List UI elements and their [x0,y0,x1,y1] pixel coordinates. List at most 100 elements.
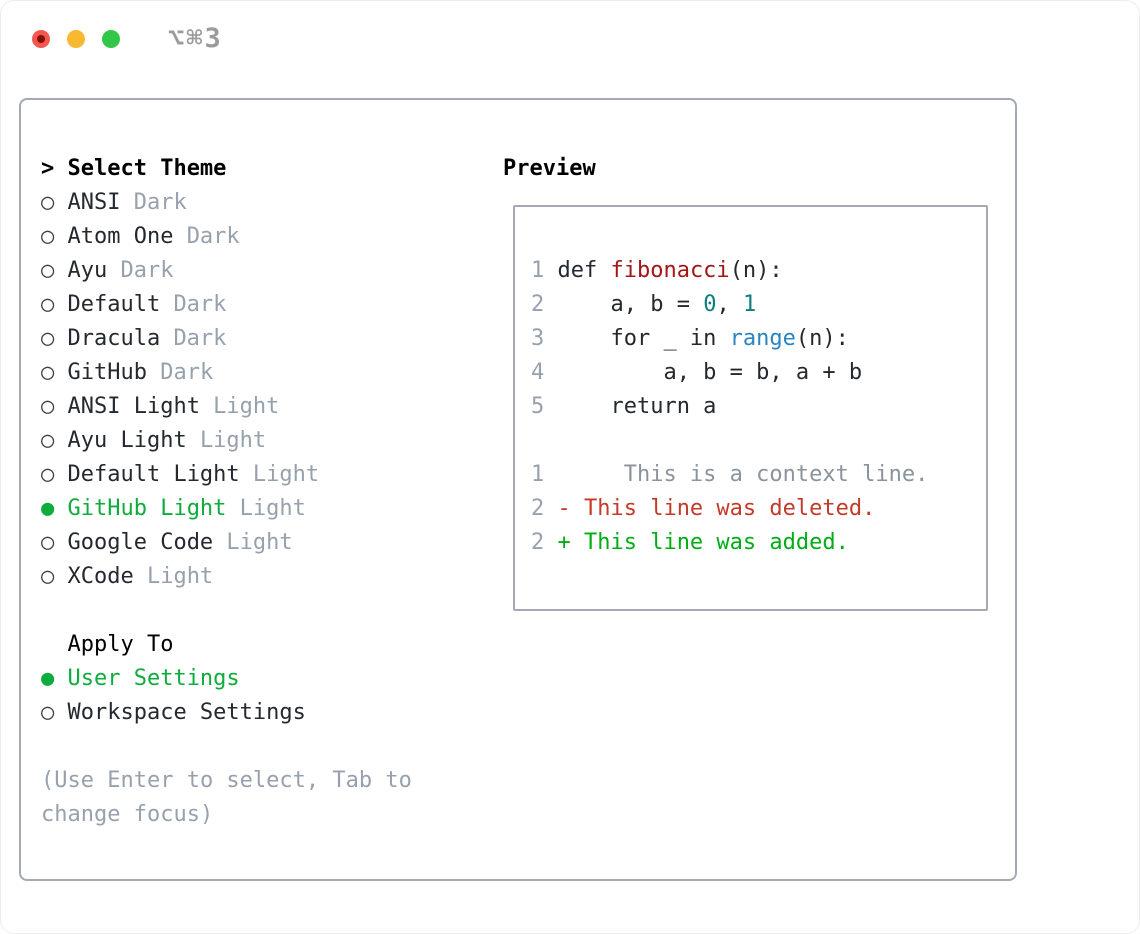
theme-name: GitHub Light [67,496,227,521]
blank-line [531,424,986,458]
function-name-segment: fibonacci [610,258,730,283]
theme-option-ansi-light[interactable]: ○ ANSI Light Light [41,390,412,424]
line-number: 5 [531,394,545,419]
line-number: 2 [531,496,545,521]
theme-name: Ayu Light [67,428,187,453]
theme-name: GitHub [67,360,147,385]
added-text-segment: + This line was added. [557,530,849,555]
code-line: 3 for _ in range(n): [531,322,986,356]
apply-option-user-settings-selected[interactable]: ● User Settings [41,662,412,696]
radio-unselected-icon: ○ [41,190,55,215]
preview-title: Preview [503,156,596,181]
theme-name: ANSI Light [67,394,200,419]
theme-name: Google Code [67,530,214,555]
radio-unselected-icon: ○ [41,394,55,419]
code-segment: return a [557,394,717,419]
theme-variant: Light [239,496,306,521]
builtin-segment: range [729,326,796,351]
diff-context-line: 1 This is a context line. [531,458,986,492]
theme-name: Default Light [67,462,240,487]
code-segment: , [716,292,743,317]
context-text-segment: This is a context line. [557,462,929,487]
theme-option-default-light[interactable]: ○ Default Light Light [41,458,412,492]
theme-name: Atom One [67,224,174,249]
theme-name: Ayu [67,258,108,283]
line-number: 1 [531,462,545,487]
radio-unselected-icon: ○ [41,428,55,453]
theme-variant: Light [213,394,280,419]
code-segment: (n): [729,258,783,283]
diff-added-line: 2 + This line was added. [531,526,986,560]
line-number: 4 [531,360,545,385]
code-segment: a, b = [557,292,704,317]
theme-variant: Light [226,530,293,555]
deleted-text-segment: - This line was deleted. [557,496,876,521]
theme-option-ansi-dark[interactable]: ○ ANSI Dark [41,186,412,220]
radio-unselected-icon: ○ [41,224,55,249]
theme-variant: Dark [160,360,214,385]
theme-variant: Dark [173,326,227,351]
code-segment: for _ in [557,326,730,351]
apply-option-label: Workspace Settings [67,700,306,725]
theme-option-ayu-light[interactable]: ○ Ayu Light Light [41,424,412,458]
prompt-caret-icon: > [41,156,55,181]
theme-name: Dracula [67,326,161,351]
close-button-icon[interactable] [32,29,50,48]
theme-name: Default [67,292,161,317]
theme-variant: Light [252,462,320,487]
zoom-button-icon[interactable] [102,29,120,48]
line-number: 2 [531,530,545,555]
spacer-row [41,594,412,628]
theme-option-default-dark[interactable]: ○ Default Dark [41,288,412,322]
diff-deleted-line: 2 - This line was deleted. [531,492,986,526]
theme-variant: Dark [186,224,240,249]
code-line: 1 def fibonacci(n): [531,254,986,288]
radio-unselected-icon: ○ [41,326,55,351]
select-theme-title: Select Theme [67,156,227,181]
theme-variant: Light [146,564,214,589]
code-segment: (n): [795,326,849,351]
title-bar: ⌥⌘3 [1,1,1139,76]
radio-unselected-icon: ○ [41,564,55,589]
line-number: 1 [531,258,545,283]
radio-selected-icon: ● [41,496,55,521]
window-title-shortcut: ⌥⌘3 [168,23,223,54]
code-line: 4 a, b = b, a + b [531,356,986,390]
theme-name: XCode [67,564,134,589]
apply-option-label: User Settings [67,666,240,691]
radio-unselected-icon: ○ [41,462,55,487]
apply-to-title: Apply To [67,632,174,657]
theme-variant: Dark [133,190,187,215]
select-theme-header: > Select Theme [41,152,412,186]
theme-option-atom-one-dark[interactable]: ○ Atom One Dark [41,220,412,254]
theme-option-xcode-light[interactable]: ○ XCode Light [41,560,412,594]
number-literal-segment: 1 [742,292,757,317]
radio-unselected-icon: ○ [41,530,55,555]
number-literal-segment: 0 [703,292,717,317]
traffic-lights [32,29,120,48]
theme-option-github-dark[interactable]: ○ GitHub Dark [41,356,412,390]
theme-option-google-code-light[interactable]: ○ Google Code Light [41,526,412,560]
minimize-button-icon[interactable] [67,29,85,48]
keyboard-hint-line-1: (Use Enter to select, Tab to [41,768,412,793]
apply-option-workspace-settings[interactable]: ○Workspace Settings [41,696,412,730]
code-line: 2 a, b = 0, 1 [531,288,986,322]
theme-name: ANSI [67,190,121,215]
theme-option-github-light-selected[interactable]: ● GitHub Light Light [41,492,412,526]
theme-option-dracula-dark[interactable]: ○ Dracula Dark [41,322,412,356]
line-number: 2 [531,292,545,317]
line-number: 3 [531,326,545,351]
radio-unselected-icon: ○ [41,360,55,385]
code-segment: a, b = b, a + b [557,360,863,385]
radio-selected-icon: ● [41,666,55,691]
theme-variant: Dark [173,292,227,317]
theme-variant: Light [199,428,267,453]
code-segment: def [557,258,611,283]
radio-unselected-icon: ○ [41,292,55,317]
apply-to-header: Apply To [41,628,412,662]
